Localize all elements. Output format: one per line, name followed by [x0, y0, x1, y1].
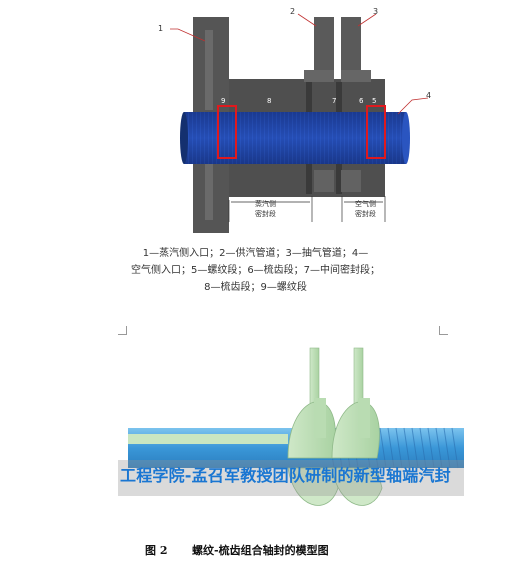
figure-caption: 图 2 螺纹-梳齿组合轴封的模型图: [0, 542, 511, 558]
figure-number: 图 2: [145, 544, 168, 557]
dimension-lines: [228, 196, 386, 222]
crop-mark-left: [118, 326, 127, 335]
threaded-section-left-box: [217, 105, 237, 159]
shaft: [180, 112, 410, 164]
segment-label-6: 6: [359, 97, 364, 105]
figure-title: 螺纹-梳齿组合轴封的模型图: [192, 544, 329, 557]
threaded-section-right-box: [366, 105, 386, 159]
seal-schematic-diagram: 9 8 7 6 5 1 2 3 4 蒸汽侧 密封段 空气侧 密封段: [158, 7, 431, 233]
segment-label-5: 5: [372, 97, 376, 105]
dimension-steam-line2: 密封段: [255, 209, 276, 218]
legend-line-1: 1—蒸汽侧入口；2—供汽管道；3—抽气管道；4—: [142, 248, 369, 259]
legend-line-3: 8—梳齿段；9—螺纹段: [204, 282, 307, 293]
callouts: [170, 13, 429, 115]
video-caption-banner: [118, 460, 464, 496]
callout-2: 2: [290, 7, 295, 16]
dimension-air-line1: 空气侧: [355, 199, 376, 208]
segment-label-9: 9: [221, 97, 225, 105]
crop-mark-right: [439, 326, 448, 335]
callout-4: 4: [426, 91, 431, 100]
video-caption-text: 工程学院-孟召军教授团队研制的新型轴端汽封: [120, 466, 451, 485]
segment-label-7: 7: [332, 97, 336, 105]
callout-3: 3: [373, 7, 378, 16]
seal-casing: [193, 17, 385, 233]
seal-3d-model-image: 工程学院-孟召军教授团队研制的新型轴端汽封: [118, 338, 464, 523]
legend-line-2: 空气侧入口；5—螺纹段；6—梳齿段；7—中间密封段；: [130, 265, 381, 276]
segment-labels: 9 8 7 6 5: [221, 97, 376, 105]
segment-label-8: 8: [267, 97, 271, 105]
dimension-air-line2: 密封段: [355, 209, 376, 218]
dimension-steam-line1: 蒸汽侧: [255, 199, 276, 208]
callout-1: 1: [158, 24, 163, 33]
